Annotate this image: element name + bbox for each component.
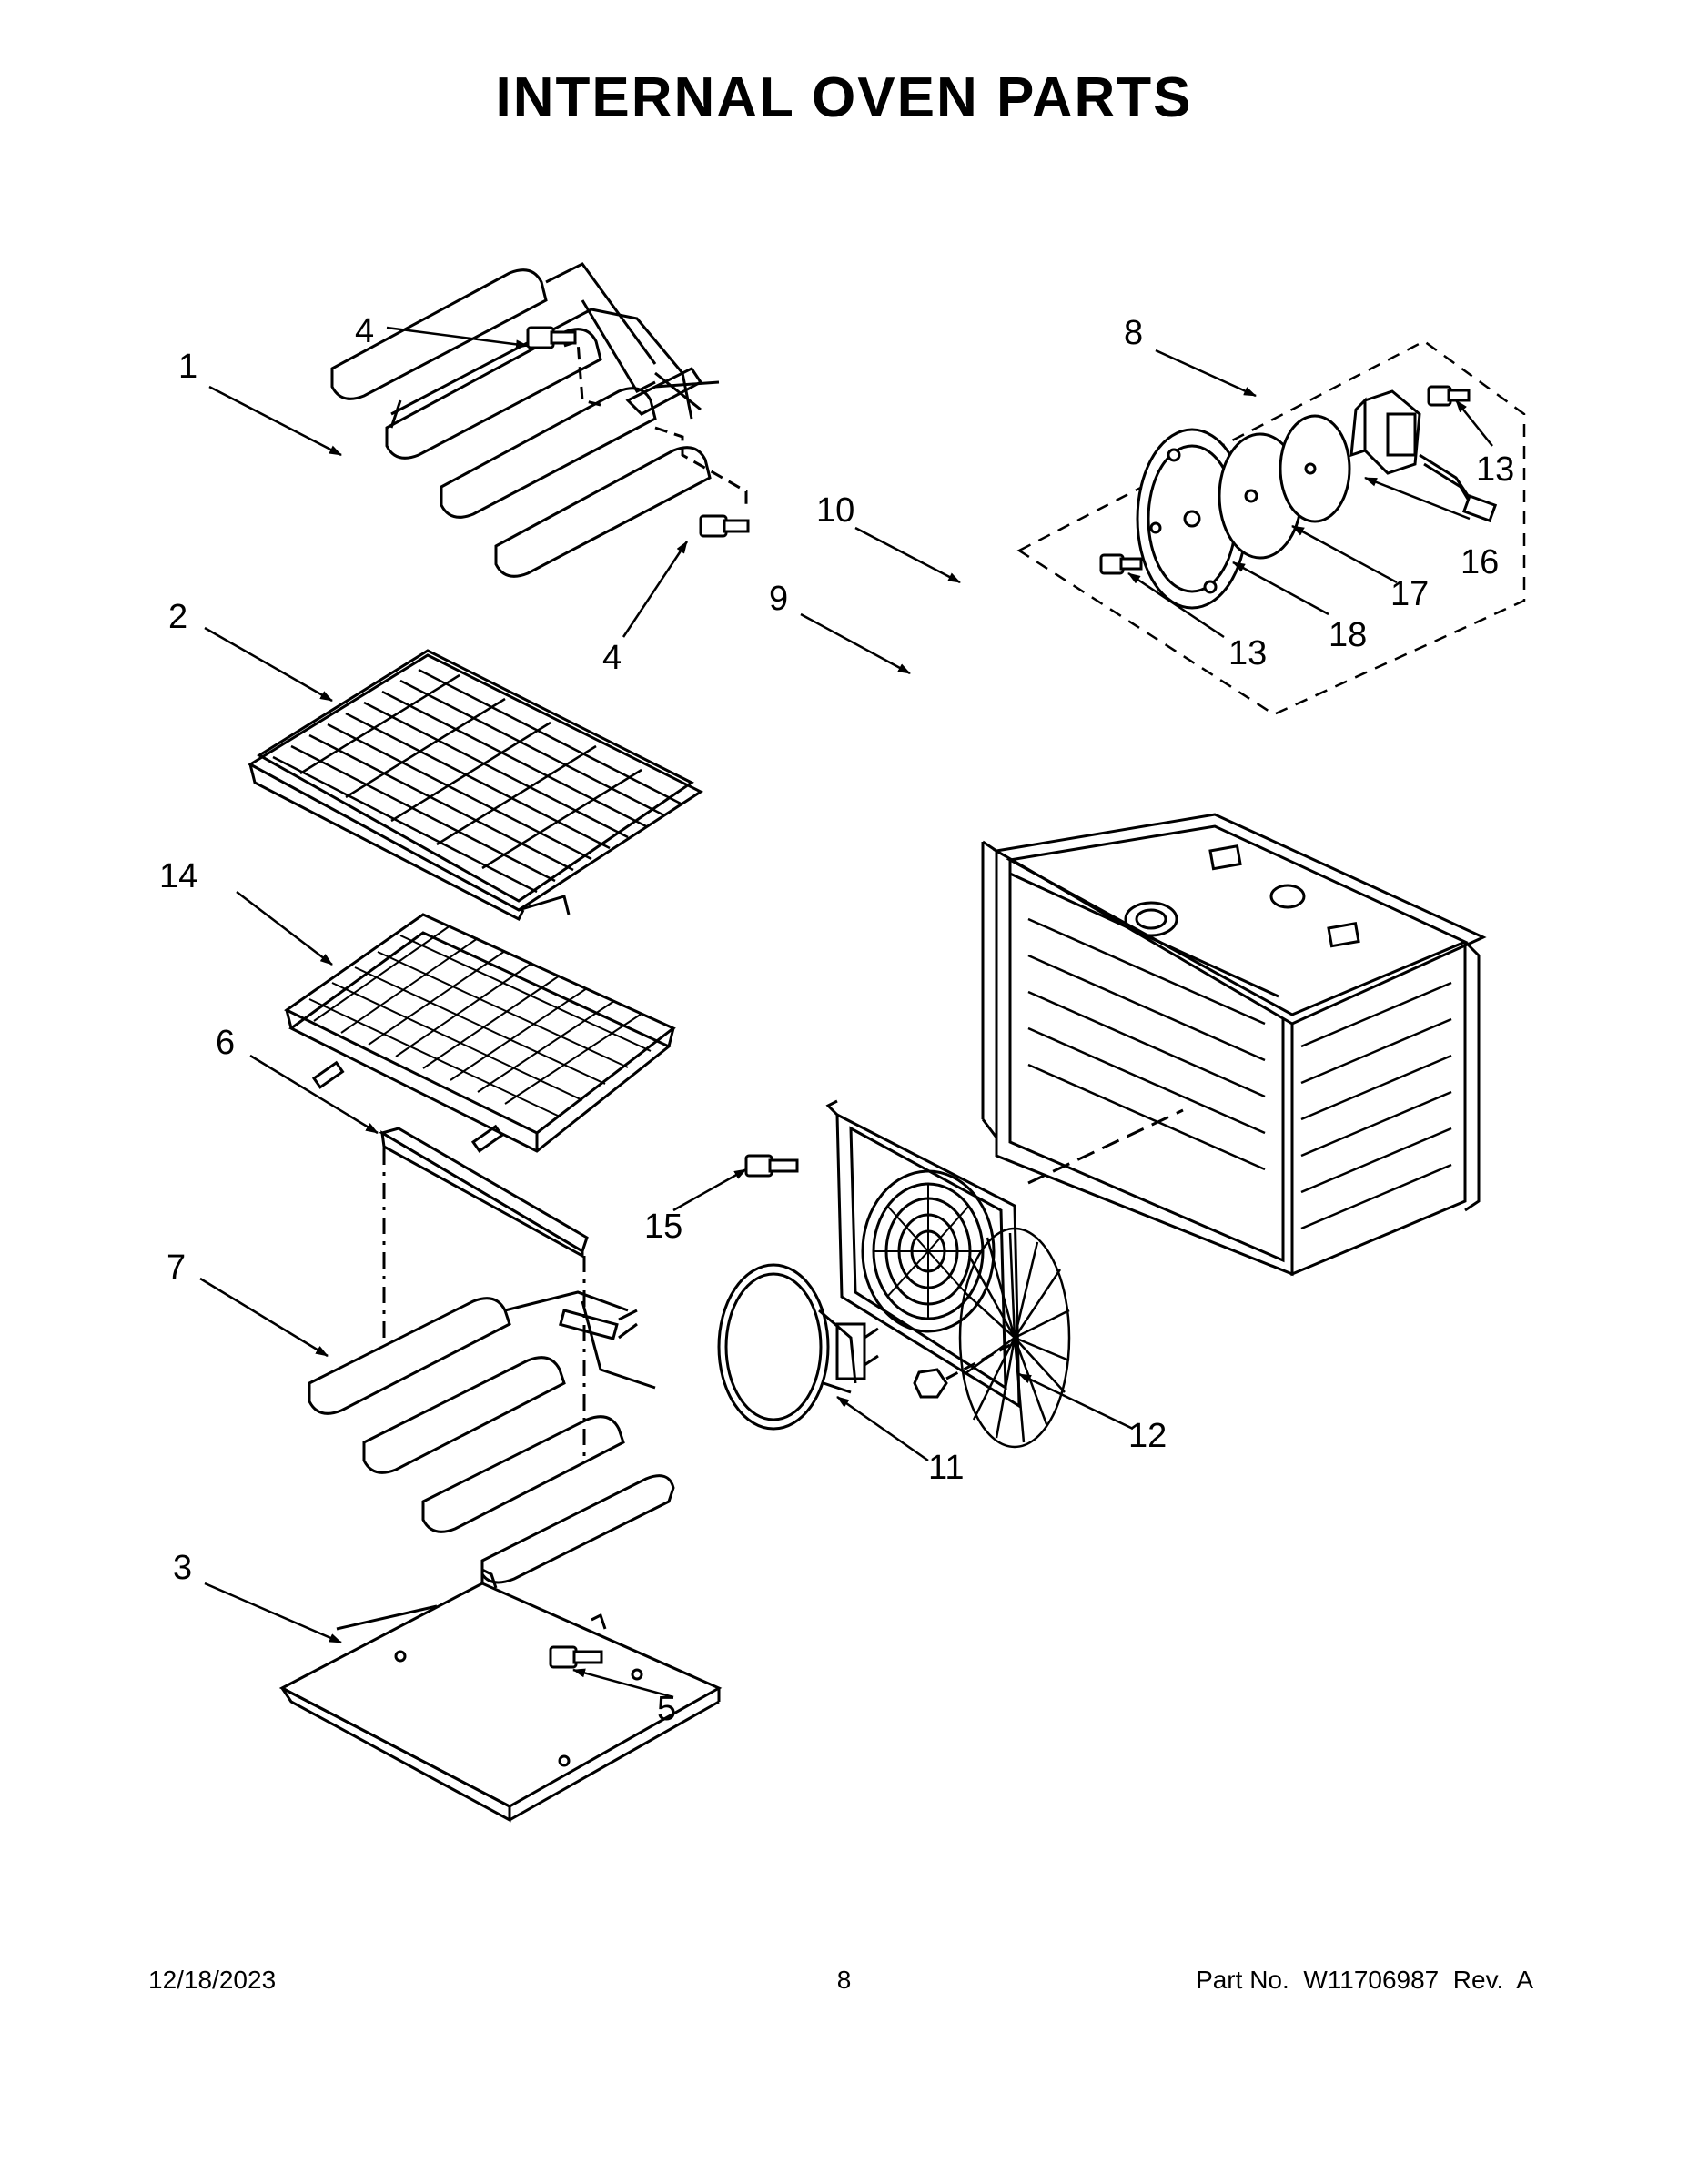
assembly-dash-lines [382,1148,586,1456]
convection-fan-motor [1351,391,1495,521]
callout-1: 1 [178,348,197,386]
motor-assembly-kit-box [1016,339,1526,716]
screw-icon [526,326,750,538]
callout-7: 7 [167,1249,186,1287]
footer-part-number: Part No. W11706987 Rev. A [1196,1966,1533,1994]
callout-12: 12 [1128,1417,1167,1455]
callout-leaders [199,326,1493,1699]
callout-16: 16 [1461,543,1499,581]
cavity-assembly-dash [1027,1108,1184,1185]
motor-mount-plate [1137,430,1247,608]
page-title: INTERNAL OVEN PARTS [495,66,1193,129]
broil-element [332,264,719,576]
bake-element-cover [382,1128,587,1256]
callout-4-lower: 4 [602,639,622,677]
callout-17: 17 [1390,575,1429,613]
callout-13-upper: 13 [1476,450,1514,489]
callout-18: 18 [1329,616,1367,654]
callout-8: 8 [1124,314,1143,352]
fan-nut [915,1370,946,1397]
callout-9: 9 [769,580,788,618]
callout-10: 10 [816,491,854,530]
fan-shaft-dashes [945,1343,1011,1380]
callout-2: 2 [168,598,187,636]
callout-14: 14 [159,857,197,895]
callout-labels: 1 2 3 4 4 5 6 7 8 9 10 11 12 13 13 14 15… [159,312,1514,1728]
convection-fan-cover [828,1101,1019,1406]
oven-cavity [983,814,1483,1274]
broil-element-leads [563,339,748,510]
callout-3: 3 [173,1549,192,1587]
callout-6: 6 [216,1024,235,1062]
screw-icon [549,1645,603,1669]
convection-element [719,1265,878,1429]
air-fry-basket [287,915,673,1151]
callout-5: 5 [657,1690,676,1728]
callout-11: 11 [928,1449,964,1487]
footer-page-number: 8 [836,1966,852,1994]
screw-icon [744,1154,799,1178]
bottom-cover-panel [282,1570,719,1820]
callout-13-lower: 13 [1228,634,1267,672]
oven-rack [250,651,701,919]
screw-icon [1099,385,1471,575]
footer-date: 12/18/2023 [148,1966,277,1994]
bake-element [309,1292,673,1582]
callout-15: 15 [644,1208,682,1246]
gasket-disc [1280,416,1349,521]
callout-4-upper: 4 [355,312,374,350]
